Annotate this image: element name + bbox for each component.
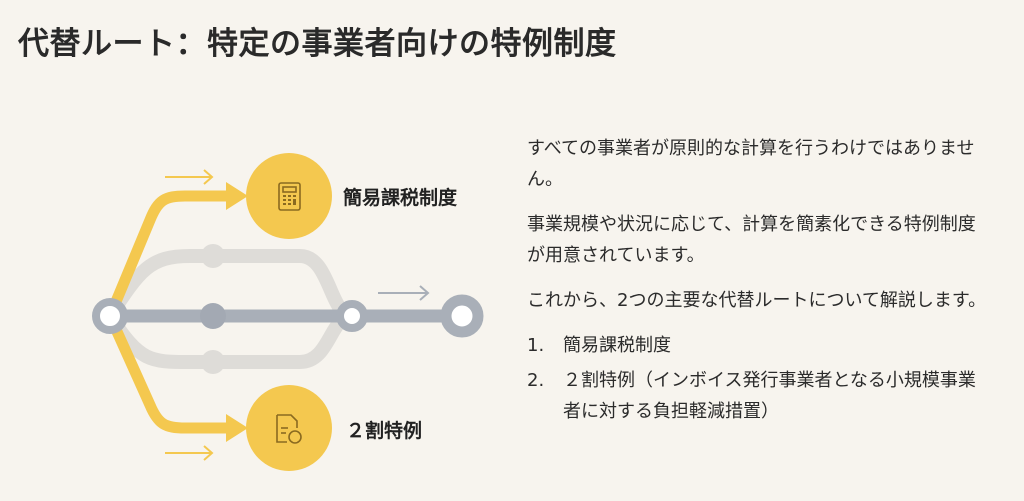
route-list: 1. 簡易課税制度 2. ２割特例（インボイス発行事業者となる小規模事業者に対する負…	[527, 330, 989, 427]
list-number: 1.	[527, 335, 545, 356]
lower-branch-node	[201, 350, 225, 374]
list-item: 1. 簡易課税制度	[527, 330, 989, 361]
route-diagram	[18, 153, 484, 471]
list-text: 簡易課税制度	[563, 335, 671, 356]
upper-branch-node	[201, 244, 225, 268]
route2-circle	[246, 385, 332, 471]
paragraph: すべての事業者が原則的な計算を行うわけではありません。	[527, 138, 975, 190]
explanation-text: すべての事業者が原則的な計算を行うわけではありません。 事業規模や状況に応じて、…	[527, 133, 989, 431]
page-title: 代替ルート：特定の事業者向けの特例制度	[18, 26, 617, 62]
yellow-arrowhead-down	[226, 414, 248, 442]
arrow-icon	[165, 445, 214, 461]
route1-label: 簡易課税制度	[343, 187, 458, 209]
yellow-arrowhead-up	[226, 182, 248, 210]
list-number: 2.	[527, 370, 545, 391]
yellow-branch-up	[104, 190, 230, 319]
arrow-icon	[378, 285, 430, 301]
upper-gray-branch	[103, 249, 359, 323]
calculator-icon	[278, 182, 301, 211]
document-coin-icon	[276, 414, 302, 444]
lower-gray-branch	[103, 309, 359, 369]
paragraph: 事業規模や状況に応じて、計算を簡素化できる特例制度が用意されています。	[527, 214, 976, 266]
yellow-branch-down	[104, 313, 230, 434]
list-text: ２割特例（インボイス発行事業者となる小規模事業者に対する負担軽減措置）	[563, 370, 976, 422]
route2-label: ２割特例	[346, 420, 423, 442]
start-node	[92, 298, 128, 334]
list-item: 2. ２割特例（インボイス発行事業者となる小規模事業者に対する負担軽減措置）	[527, 365, 989, 427]
end-node	[440, 294, 484, 338]
middle-node	[200, 303, 226, 329]
paragraph: これから、2つの主要な代替ルートについて解説します。	[527, 290, 987, 311]
merge-node	[336, 300, 368, 332]
arrow-icon	[165, 169, 214, 185]
